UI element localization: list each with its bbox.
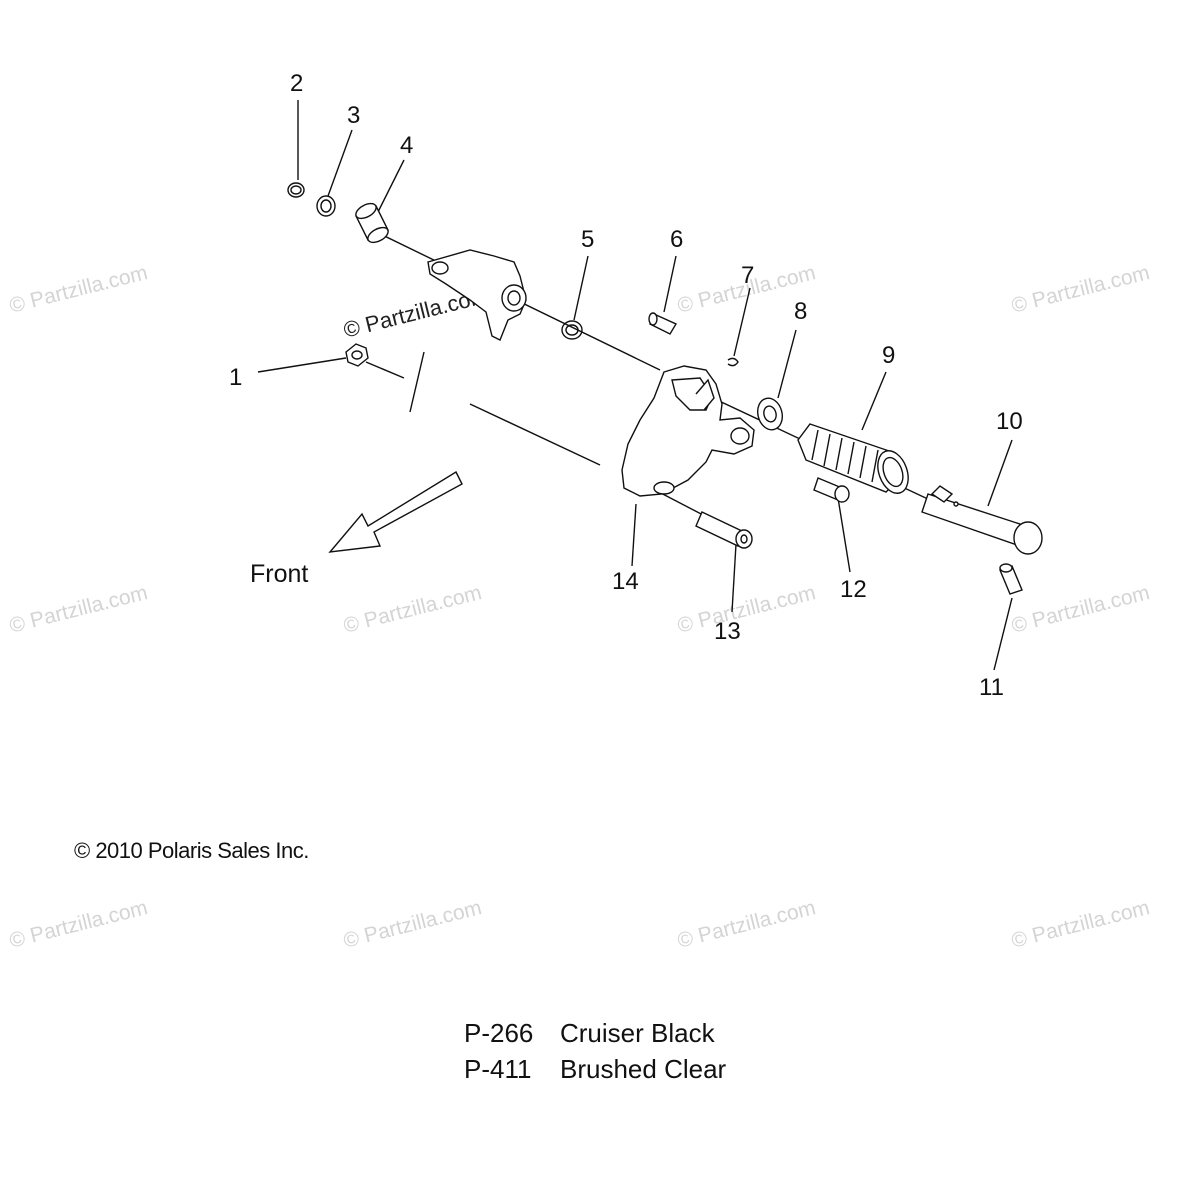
callout-14: 14 [612,568,639,595]
legend-code: P-266 [464,1018,534,1048]
shift-lever-arm [427,249,527,341]
callout-8: 8 [794,298,808,325]
callout-10: 10 [996,408,1023,435]
legend-name: Cruiser Black [560,1018,715,1048]
part-7-clip [727,357,739,367]
leader-line-13 [731,543,737,613]
part-5-o-ring [561,320,583,340]
leader-line-11 [993,597,1013,671]
legend-name: Brushed Clear [560,1054,727,1084]
leader-line-4 [377,159,405,213]
part-8-washer [756,397,784,431]
legend-row: P-411 Brushed Clear [464,1054,726,1090]
callout-6: 6 [670,226,684,253]
part-9-footpeg-rubber [797,423,909,494]
legend-row: P-266 Cruiser Black [464,1018,726,1054]
leader-line-14 [631,503,637,567]
legend-code: P-411 [464,1054,532,1084]
leader-line-7 [733,287,751,357]
callout-11: 11 [979,674,1004,701]
part-13-bolt [695,511,753,549]
leader-line-3 [327,129,353,197]
leader-line-8 [777,329,797,399]
leader-line-6 [663,255,677,313]
callout-7: 7 [741,262,755,289]
part-4-bushing [355,202,389,244]
front-direction-arrow [328,471,463,553]
assembly-axis-line [469,403,601,466]
leader-line-12 [837,497,851,573]
assembly-axis-line [365,361,405,379]
copyright-notice: © 2010 Polaris Sales Inc. [74,838,309,863]
leader-line-5 [573,255,589,321]
front-label: Front [250,560,309,588]
part-3-washer [316,195,336,217]
callout-12: 12 [840,576,867,603]
callout-1: 1 [229,364,243,391]
part-14-pedal-bracket [621,365,755,497]
callout-9: 9 [882,342,896,369]
leader-line-1 [257,357,347,373]
part-6-pin [648,312,678,335]
callout-5: 5 [581,226,595,253]
leader-line-9 [861,371,887,431]
assembly-axis-line [409,351,425,413]
part-1-nut [345,343,369,367]
callout-2: 2 [290,70,304,97]
leader-line-10 [987,439,1013,507]
color-legend: P-266 Cruiser Black P-411 Brushed Clear [464,1018,726,1090]
callout-13: 13 [714,618,741,645]
callout-3: 3 [347,102,361,129]
part-11-cotter-pin [999,563,1023,595]
part-10-clevis-pin [921,485,1043,555]
part-2-retaining-ring [287,182,305,198]
callout-4: 4 [400,132,414,159]
part-12-bolt [813,477,850,503]
